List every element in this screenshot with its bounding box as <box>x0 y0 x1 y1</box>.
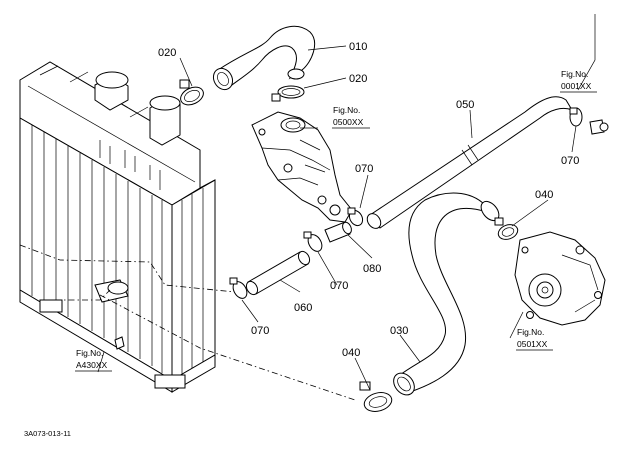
part-number-070-mid: 070 <box>355 163 373 175</box>
hose-clamp-040-bottom <box>359 381 393 412</box>
hose-clamp-020-right <box>271 85 305 102</box>
fig-ref-top-right-code: 0001XX <box>561 81 592 91</box>
fig-ref-water-pump-code: 0501XX <box>517 339 548 349</box>
fig-ref-water-pump-label: Fig.No. <box>517 327 544 337</box>
upper-hose-010 <box>212 25 315 91</box>
fig-ref-top-right-label: Fig.No. <box>561 69 588 79</box>
hose-050 <box>366 96 574 229</box>
part-number-060: 060 <box>294 302 312 314</box>
hose-clamp-020-left <box>179 79 204 106</box>
leader-lines <box>97 14 596 391</box>
fig-ref-thermostat-label: Fig.No. <box>333 105 360 115</box>
part-number-070-top-right: 070 <box>561 155 579 167</box>
hose-clamp-070-center <box>303 231 323 252</box>
part-number-080: 080 <box>363 263 381 275</box>
part-number-020-left: 020 <box>158 47 176 59</box>
fig-ref-radiator-code: A430XX <box>76 360 108 370</box>
lower-hose-030 <box>393 192 500 396</box>
part-number-020-right: 020 <box>349 73 367 85</box>
diagram-id: 3A073-013-11 <box>24 429 71 438</box>
hose-clamp-040-top <box>494 217 519 240</box>
pipe-080 <box>324 221 352 243</box>
part-number-070-left: 070 <box>251 325 269 337</box>
fig-ref-thermostat: Fig.No. 0500XX <box>332 105 370 129</box>
part-number-050: 050 <box>456 99 474 111</box>
hose-clamp-070-top-right <box>569 107 583 127</box>
part-number-030: 030 <box>390 325 408 337</box>
fig-ref-thermostat-code: 0500XX <box>333 117 364 127</box>
fig-ref-radiator-label: Fig.No. <box>76 348 103 358</box>
radiator <box>19 61 216 393</box>
fig-ref-water-pump: Fig.No. 0501XX <box>516 327 553 351</box>
hose-clamp-070-mid <box>347 207 364 227</box>
fig-ref-radiator: Fig.No. A430XX <box>75 348 112 372</box>
thermostat-housing <box>251 111 353 223</box>
part-number-010: 010 <box>349 41 367 53</box>
part-number-070-center: 070 <box>330 280 348 292</box>
hose-060 <box>245 250 311 296</box>
fig-ref-top-right: Fig.No. 0001XX <box>560 69 597 93</box>
water-pump <box>514 231 606 326</box>
hose-clamp-070-left <box>229 277 248 299</box>
part-number-040-bottom: 040 <box>342 347 360 359</box>
part-number-040-top: 040 <box>535 189 553 201</box>
fitting <box>589 119 609 135</box>
